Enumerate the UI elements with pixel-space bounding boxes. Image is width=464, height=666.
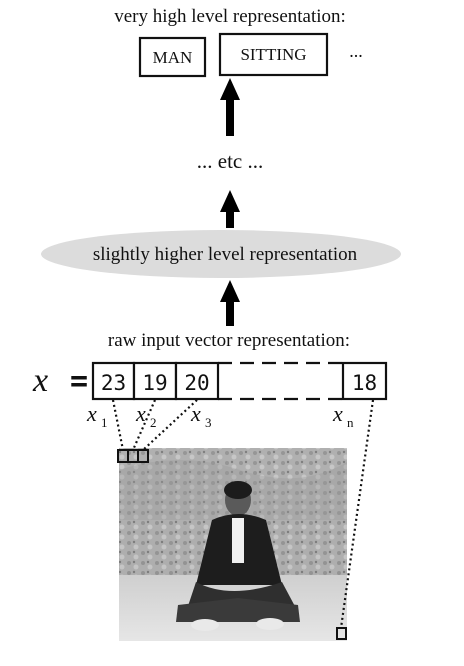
- svg-text:2: 2: [150, 415, 157, 430]
- svg-text:n: n: [347, 415, 354, 430]
- etc-label: ... etc ...: [197, 149, 263, 173]
- concept-sitting-box: SITTING: [218, 32, 329, 77]
- vector-value-2: 19: [142, 371, 167, 395]
- svg-text:1: 1: [101, 415, 108, 430]
- concept-man-label: MAN: [153, 48, 193, 67]
- vector-value-n: 18: [352, 371, 377, 395]
- vector-cell-n: [341, 361, 388, 401]
- vector-cell-3: [174, 361, 220, 401]
- vector-value-1: 23: [101, 371, 126, 395]
- man-sitting-photo: [119, 448, 347, 641]
- dotted-connectors: [111, 399, 375, 629]
- up-arrow-icon: [220, 78, 240, 136]
- vector-dashed-gap: [218, 361, 343, 401]
- person-figure: [176, 481, 300, 631]
- equals-sign: =: [70, 364, 88, 399]
- component-label-2: x 2: [135, 401, 157, 430]
- concept-ellipsis: ...: [349, 41, 363, 61]
- concept-man-box: MAN: [138, 36, 207, 78]
- component-label-n: x n: [332, 401, 354, 430]
- svg-text:x: x: [86, 401, 97, 426]
- up-arrows: [220, 78, 240, 326]
- vector-cells: [91, 361, 388, 401]
- vector-value-3: 20: [184, 371, 209, 395]
- vector-symbol: x: [32, 362, 48, 399]
- svg-text:x: x: [135, 401, 146, 426]
- mid-level-ellipse: [41, 230, 401, 278]
- pixel-box-3: [137, 449, 149, 463]
- up-arrow-icon: [220, 280, 240, 326]
- up-arrow-icon: [220, 190, 240, 228]
- component-label-1: x 1: [86, 401, 108, 430]
- svg-text:x: x: [332, 401, 343, 426]
- top-level-heading: very high level representation:: [114, 6, 346, 27]
- svg-text:3: 3: [205, 415, 212, 430]
- raw-input-heading: raw input vector representation:: [108, 330, 350, 351]
- concept-sitting-label: SITTING: [240, 45, 306, 64]
- svg-text:x: x: [190, 401, 201, 426]
- component-label-3: x 3: [190, 401, 212, 430]
- mid-level-label: slightly higher level representation: [93, 244, 358, 265]
